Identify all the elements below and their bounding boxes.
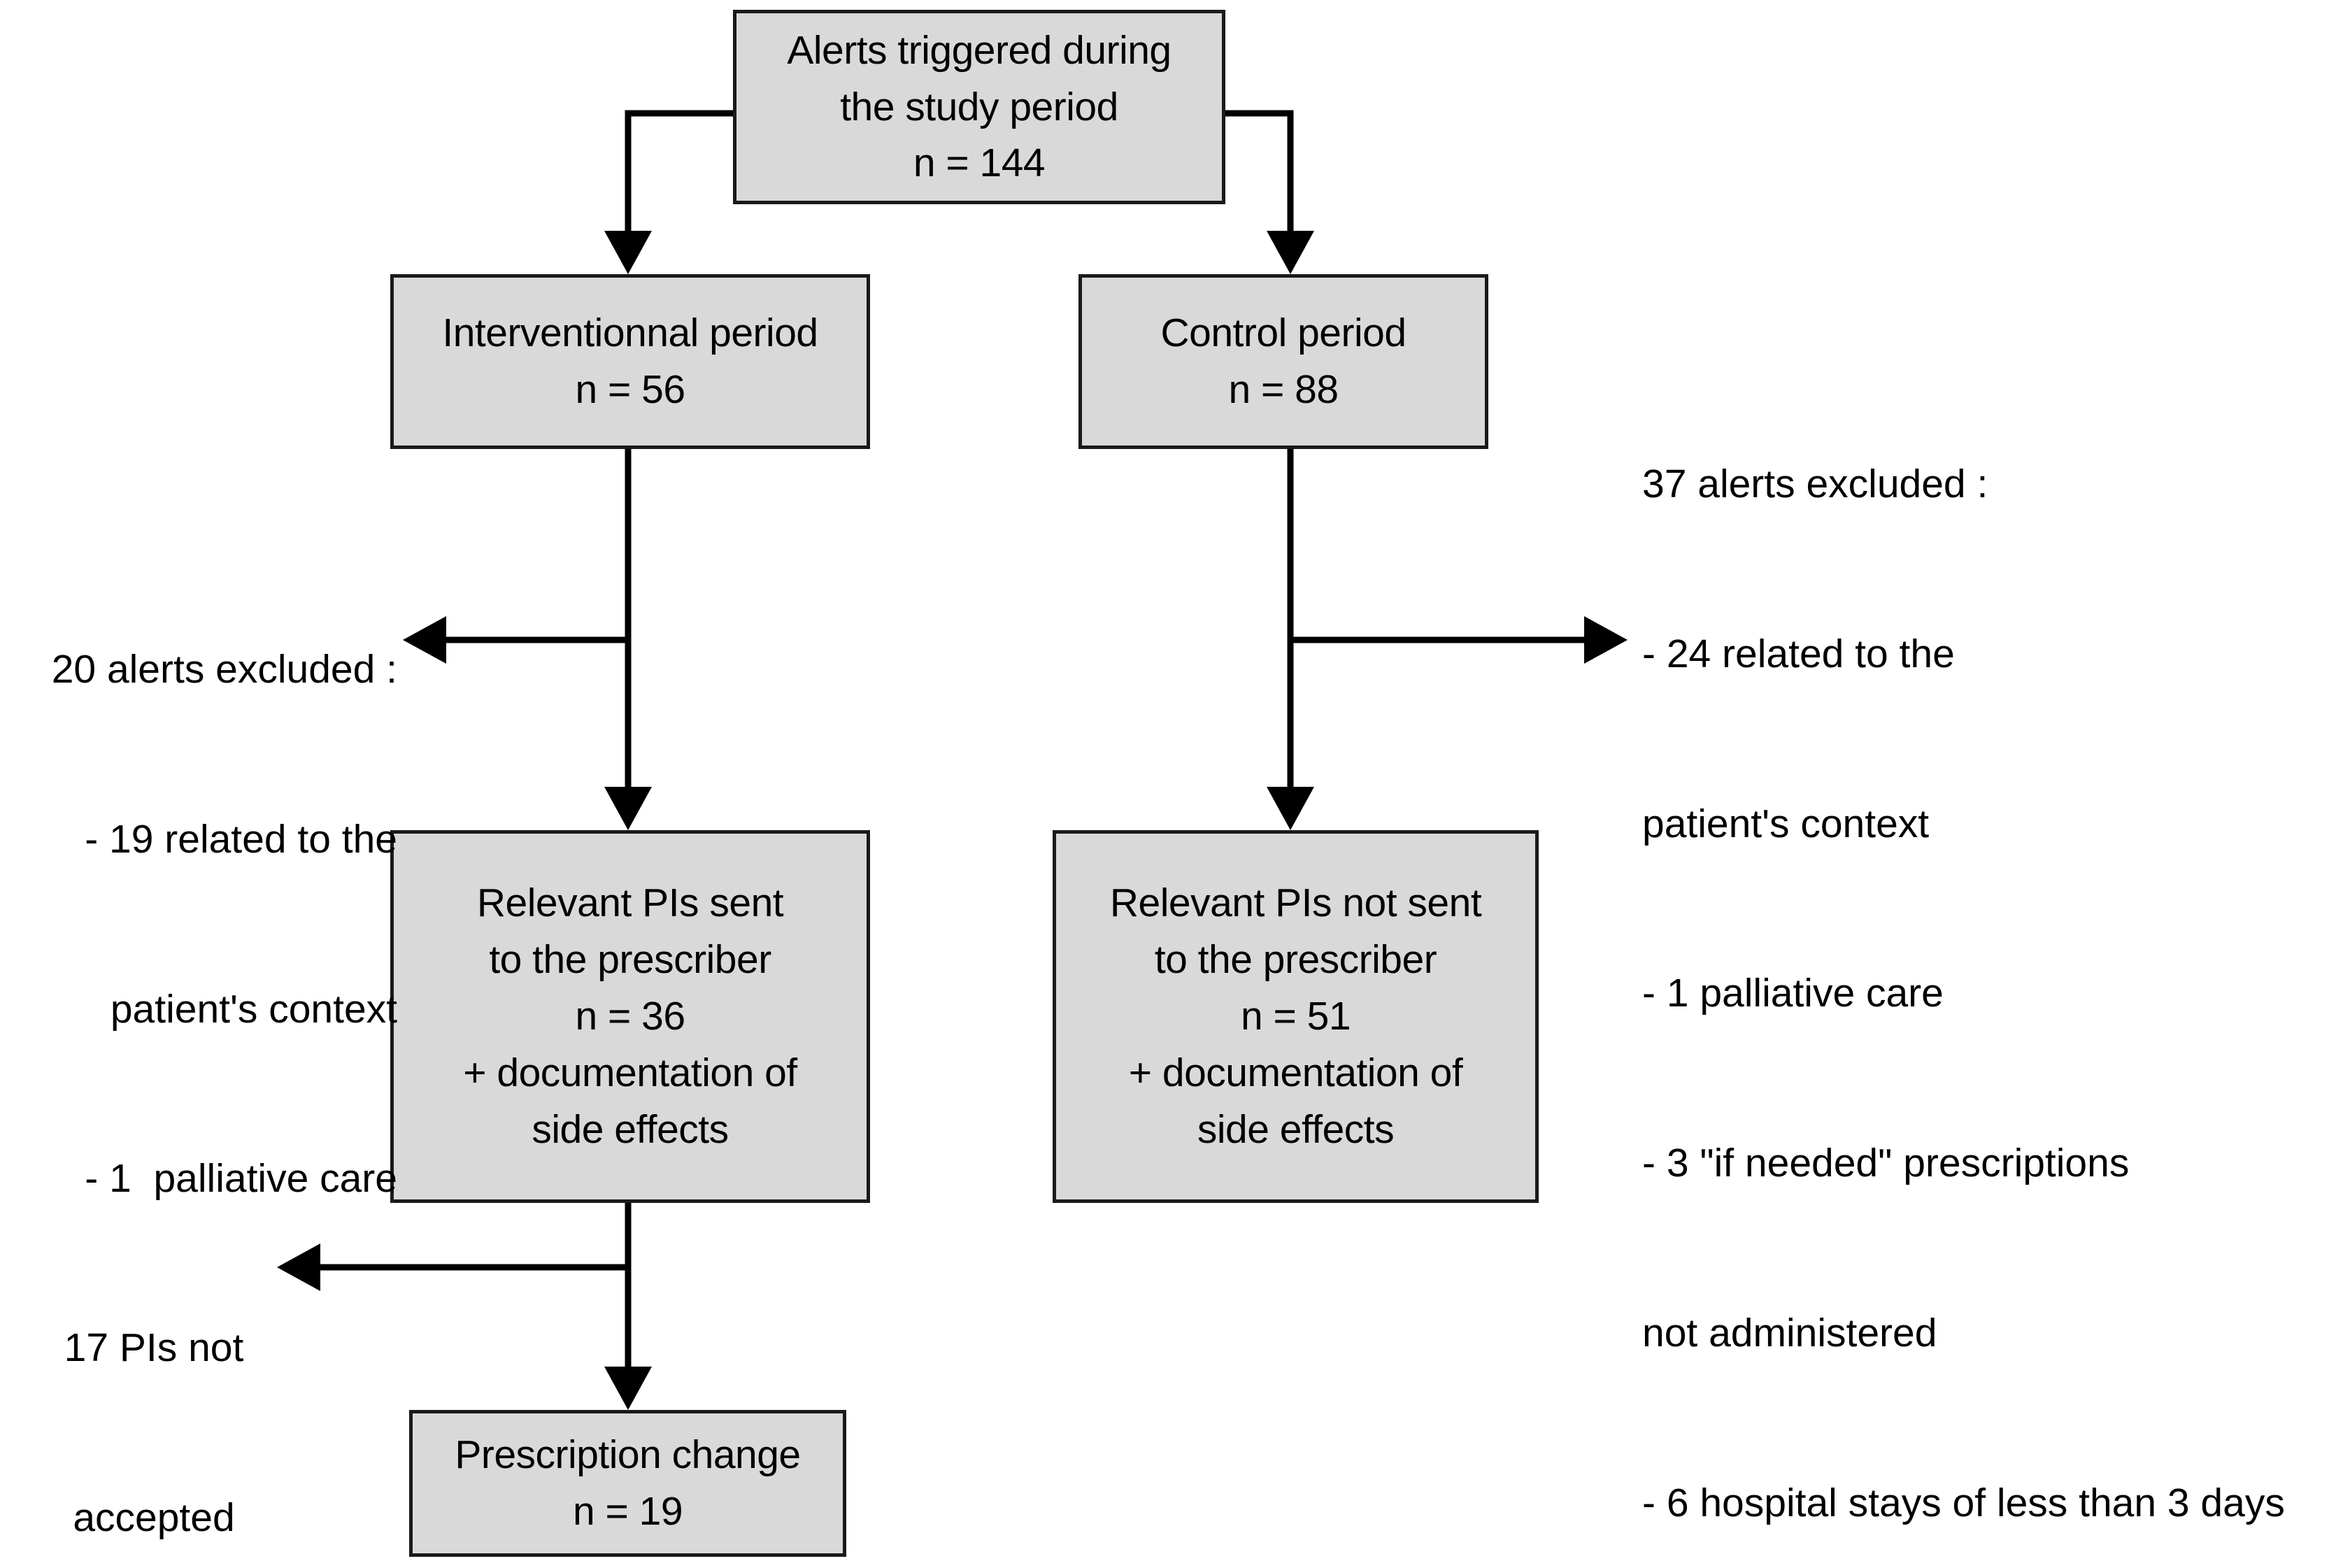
note-excluded-left-line-4: - 1 palliative care bbox=[85, 1156, 397, 1202]
note-pis-not-accepted-line-1: 17 PIs not bbox=[64, 1325, 244, 1370]
node-pis-not-sent-line-4: + documentation of bbox=[1128, 1050, 1463, 1095]
arrowhead-left-exclusion bbox=[403, 616, 446, 664]
node-interventional-period-line-2: n = 56 bbox=[575, 367, 685, 412]
node-prescription-change: Prescription change n = 19 bbox=[409, 1410, 846, 1557]
arrowhead-to-control bbox=[1267, 231, 1314, 274]
note-excluded-left-line-1: 20 alerts excluded : bbox=[51, 646, 397, 692]
node-pis-not-sent-line-2: to the prescriber bbox=[1154, 937, 1437, 983]
node-control-period-line-2: n = 88 bbox=[1228, 367, 1339, 412]
note-excluded-right-line-1: 37 alerts excluded : bbox=[1642, 461, 1988, 506]
node-control-period-line-1: Control period bbox=[1160, 311, 1406, 356]
note-excluded-right: 37 alerts excluded : - 24 related to the… bbox=[1642, 343, 2342, 1568]
node-pis-not-sent-line-5: side effects bbox=[1197, 1106, 1395, 1152]
note-excluded-left: 20 alerts excluded : - 19 related to the… bbox=[0, 528, 397, 1320]
node-alerts-triggered-line-3: n = 144 bbox=[913, 141, 1046, 186]
node-pis-sent-line-3: n = 36 bbox=[575, 994, 685, 1039]
node-prescription-change-line-1: Prescription change bbox=[455, 1432, 801, 1478]
node-interventional-period-line-1: Interventionnal period bbox=[442, 311, 818, 356]
node-pis-sent-line-5: side effects bbox=[532, 1106, 729, 1152]
arrowhead-to-interventional bbox=[604, 231, 652, 274]
arrowhead-to-prescription-change bbox=[604, 1367, 652, 1410]
node-pis-not-sent-line-3: n = 51 bbox=[1240, 994, 1351, 1039]
node-pis-sent-line-2: to the prescriber bbox=[489, 937, 771, 983]
note-pis-not-accepted-line-2: accepted bbox=[73, 1495, 235, 1540]
arrowhead-to-pis-not-sent bbox=[1267, 787, 1314, 830]
node-pis-sent: Relevant PIs sent to the prescriber n = … bbox=[390, 830, 870, 1203]
node-pis-not-sent: Relevant PIs not sent to the prescriber … bbox=[1053, 830, 1539, 1203]
note-excluded-right-line-7: - 6 hospital stays of less than 3 days bbox=[1642, 1480, 2285, 1525]
note-excluded-right-line-2: - 24 related to the bbox=[1642, 631, 1955, 676]
node-alerts-triggered: Alerts triggered during the study period… bbox=[733, 10, 1225, 204]
note-excluded-left-line-3: patient's context bbox=[110, 986, 397, 1032]
node-alerts-triggered-line-2: the study period bbox=[840, 84, 1118, 129]
node-pis-sent-line-1: Relevant PIs sent bbox=[476, 881, 784, 926]
node-control-period: Control period n = 88 bbox=[1078, 274, 1488, 449]
node-alerts-triggered-line-1: Alerts triggered during bbox=[787, 27, 1172, 73]
note-pis-not-accepted: 17 PIs not accepted bbox=[42, 1206, 266, 1568]
arrowhead-to-pis-sent bbox=[604, 787, 652, 830]
node-interventional-period: Interventionnal period n = 56 bbox=[390, 274, 870, 449]
node-pis-not-sent-line-1: Relevant PIs not sent bbox=[1109, 881, 1482, 926]
connector-alerts-to-interventional bbox=[625, 110, 736, 257]
note-excluded-right-line-6: not administered bbox=[1642, 1310, 1937, 1355]
note-excluded-right-line-3: patient's context bbox=[1642, 801, 1930, 846]
node-pis-sent-line-4: + documentation of bbox=[463, 1050, 797, 1095]
note-excluded-right-line-4: - 1 palliative care bbox=[1642, 971, 1944, 1016]
node-prescription-change-line-2: n = 19 bbox=[572, 1489, 683, 1534]
note-excluded-left-line-2: - 19 related to the bbox=[85, 816, 397, 862]
arrowhead-right-exclusion bbox=[1584, 616, 1628, 664]
note-excluded-right-line-5: - 3 "if needed" prescriptions bbox=[1642, 1141, 2130, 1186]
connector-alerts-to-control bbox=[1223, 110, 1294, 257]
